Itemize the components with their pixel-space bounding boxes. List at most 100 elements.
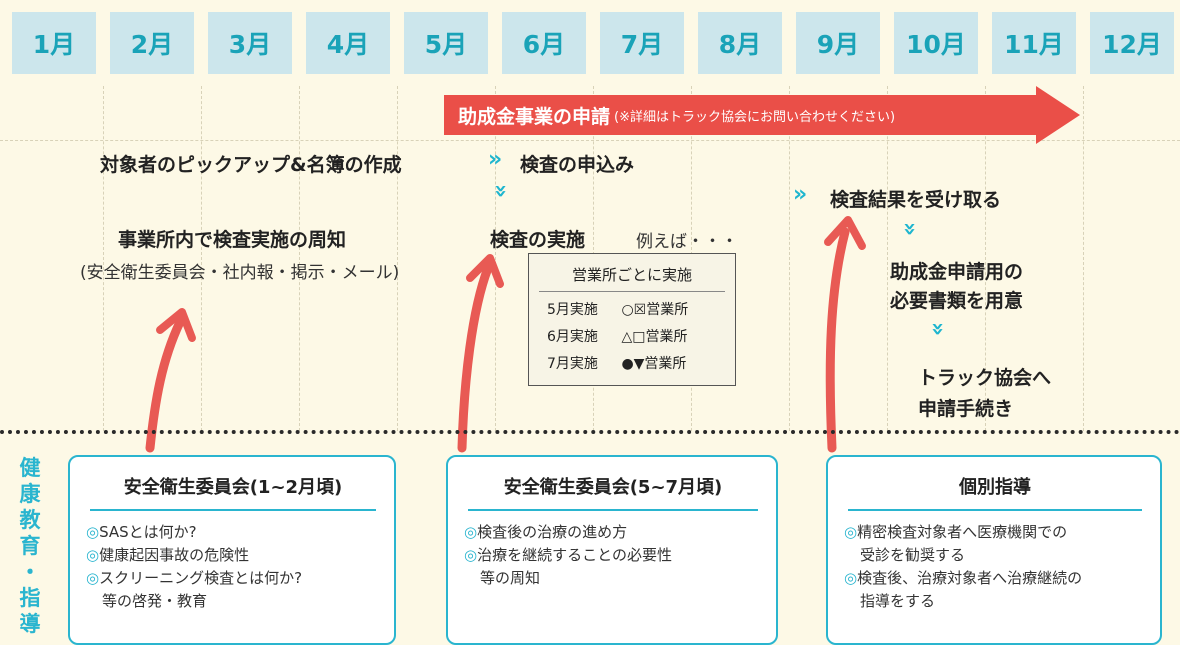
subsidy-note: (※詳細はトラック協会にお問い合わせください) [614, 109, 896, 125]
grid-line [201, 86, 202, 431]
apply-step: 検査の申込み [520, 154, 635, 176]
list-item: 指導をする [844, 590, 1146, 613]
apply-step-line1: トラック協会へ [918, 367, 1052, 389]
brush-arrow-3-head [824, 216, 866, 250]
month-label: 3月 [208, 12, 292, 74]
item-text: 等の周知 [480, 569, 541, 587]
bullet-mark: ◎ [86, 569, 100, 587]
bullet-mark: ◎ [464, 546, 478, 564]
grid-line [495, 86, 496, 431]
item-text: 等の啓発・教育 [102, 592, 208, 610]
chevron-right-icon: » [488, 147, 503, 172]
month-label: 2月 [110, 12, 194, 74]
subsidy-title: 助成金事業の申請 [458, 105, 611, 128]
box-title: 安全衛生委員会(5~7月頃) [503, 477, 723, 498]
item-text: 受診を勧奨する [860, 546, 966, 564]
list-item: ◎治療を継続することの必要性 [464, 544, 762, 567]
bullet-mark: ◎ [86, 546, 100, 564]
side-label-char: 育 [19, 534, 41, 558]
docs-step-line2: 必要書類を用意 [890, 290, 1024, 312]
item-text: 治療を継続することの必要性 [477, 546, 672, 564]
month-label: 1月 [12, 12, 96, 74]
subsidy-application-arrow: 助成金事業の申請 (※詳細はトラック協会にお問い合わせください) [444, 95, 1036, 135]
list-item: ◎検査後の治療の進め方 [464, 521, 762, 544]
grid-line [887, 86, 888, 431]
box-title: 個別指導 [959, 477, 1031, 498]
list-item: 等の啓発・教育 [86, 590, 380, 613]
receive-step: 検査結果を受け取る [830, 189, 1002, 211]
month-label: 12月 [1090, 12, 1174, 74]
schedule-table: 営業所ごとに実施 5月実施 ○☒営業所 6月実施 △□営業所 7月実施 ●▼営業… [528, 253, 736, 386]
notice-channels: (安全衛生委員会・社内報・掲示・メール) [80, 263, 400, 283]
chevron-right-icon: » [793, 182, 808, 207]
pickup-step: 対象者のピックアップ&名簿の作成 [100, 154, 402, 176]
side-label-char: 健 [19, 456, 41, 480]
row-office: △□営業所 [621, 329, 688, 345]
grid-line [397, 86, 398, 431]
month-label: 5月 [404, 12, 488, 74]
box-title-underline [90, 509, 376, 511]
grid-line [1083, 86, 1084, 431]
schedule-table-header: 営業所ごとに実施 [539, 254, 725, 292]
brush-arrow-2-head [466, 254, 504, 288]
month-label: 7月 [600, 12, 684, 74]
table-row: 7月実施 ●▼営業所 [547, 353, 735, 373]
grid-line [299, 86, 300, 431]
item-text: スクリーニング検査とは何か? [99, 569, 303, 587]
item-text: 検査後、治療対象者へ治療継続の [857, 569, 1083, 587]
item-text: 精密検査対象者へ医療機関での [857, 523, 1068, 541]
row-month: 5月実施 [547, 302, 598, 318]
bullet-mark: ◎ [844, 569, 858, 587]
subsidy-arrow-head [1036, 86, 1080, 144]
list-item: 受診を勧奨する [844, 544, 1146, 567]
list-item: ◎検査後、治療対象者へ治療継続の [844, 567, 1146, 590]
row-month: 6月実施 [547, 329, 598, 345]
row-month: 7月実施 [547, 356, 598, 372]
apply-step-line2: 申請手続き [918, 398, 1014, 420]
bullet-mark: ◎ [464, 523, 478, 541]
month-label: 9月 [796, 12, 880, 74]
exam-step: 検査の実施 [490, 229, 586, 251]
brush-arrow-2 [457, 263, 493, 453]
grid-line [0, 140, 1180, 141]
item-text: 健康起因事故の危険性 [99, 546, 250, 564]
grid-line [103, 86, 104, 431]
education-box: 安全衛生委員会(5~7月頃) ◎検査後の治療の進め方 ◎治療を継続することの必要… [446, 455, 778, 645]
table-row: 6月実施 △□営業所 [547, 326, 735, 346]
education-box: 個別指導 ◎精密検査対象者へ医療機関での 受診を勧奨する ◎検査後、治療対象者へ… [826, 455, 1162, 645]
grid-line [985, 86, 986, 431]
month-header: 1月 2月 3月 4月 5月 6月 7月 8月 9月 10月 11月 12月 [0, 0, 1180, 86]
brush-arrow-1-head [156, 308, 196, 342]
bullet-mark: ◎ [86, 523, 100, 541]
side-label-char: 教 [19, 508, 41, 532]
month-label: 10月 [894, 12, 978, 74]
list-item: 等の周知 [464, 567, 762, 590]
grid-line [789, 86, 790, 431]
example-label: 例えば・・・ [636, 232, 738, 252]
row-office: ○☒営業所 [621, 302, 689, 318]
bullet-mark: ◎ [844, 523, 858, 541]
box-title-underline [468, 509, 758, 511]
table-row: 5月実施 ○☒営業所 [547, 299, 735, 319]
month-label: 4月 [306, 12, 390, 74]
list-item: ◎健康起因事故の危険性 [86, 544, 380, 567]
month-label: 6月 [502, 12, 586, 74]
list-item: ◎SASとは何か? [86, 521, 380, 544]
side-label: 健 康 教 育 ・ 指 導 [14, 455, 46, 637]
box-title: 安全衛生委員会(1~2月頃) [123, 477, 343, 498]
month-label: 8月 [698, 12, 782, 74]
item-text: SASとは何か? [99, 523, 197, 541]
box-title-underline [848, 509, 1142, 511]
docs-step-line1: 助成金申請用の [890, 261, 1024, 283]
list-item: ◎スクリーニング検査とは何か? [86, 567, 380, 590]
month-label: 11月 [992, 12, 1076, 74]
brush-arrow-3 [825, 227, 850, 453]
side-label-char: 指 [19, 586, 41, 610]
notice-step: 事業所内で検査実施の周知 [118, 229, 347, 251]
row-office: ●▼営業所 [621, 356, 687, 372]
list-item: ◎精密検査対象者へ医療機関での [844, 521, 1146, 544]
section-divider [0, 430, 1180, 434]
side-label-char: 康 [19, 482, 41, 506]
education-box: 安全衛生委員会(1~2月頃) ◎SASとは何か? ◎健康起因事故の危険性 ◎スク… [68, 455, 396, 645]
item-text: 検査後の治療の進め方 [477, 523, 628, 541]
